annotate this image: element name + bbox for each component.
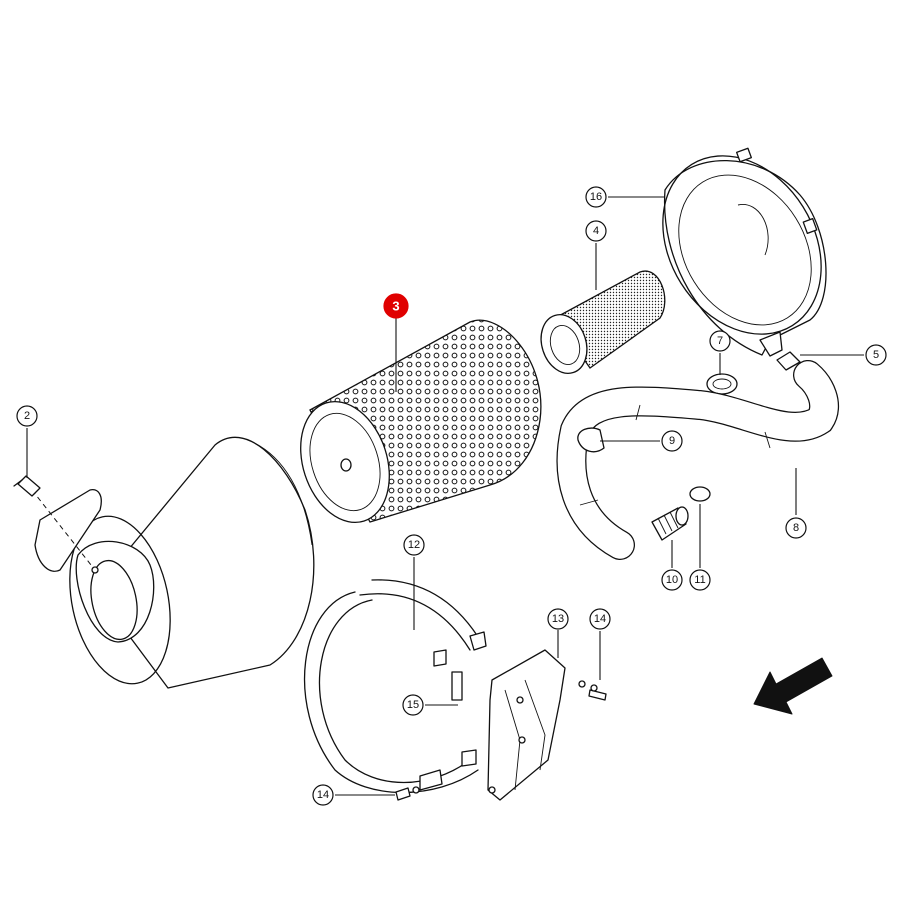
callout-label: 12	[408, 539, 420, 551]
part-12-mounting-band	[303, 579, 487, 794]
callout-part-13[interactable]: 13	[547, 608, 569, 630]
callout-label: 7	[717, 335, 723, 347]
callout-part-7[interactable]: 7	[709, 330, 731, 352]
filter-housing	[31, 436, 315, 689]
callout-label: 4	[593, 225, 599, 237]
callout-part-8[interactable]: 8	[785, 517, 807, 539]
part-8-hose	[556, 360, 840, 560]
callout-label: 14	[594, 613, 606, 625]
callout-part-5[interactable]: 5	[865, 344, 887, 366]
callout-part-3[interactable]: 3	[383, 293, 409, 319]
callout-part-9[interactable]: 9	[661, 430, 683, 452]
callout-label: 3	[392, 299, 399, 314]
part-5-rubber-valve	[776, 351, 801, 371]
part-16-cover	[662, 147, 827, 357]
callout-part-4[interactable]: 4	[585, 220, 607, 242]
arrow-icon	[753, 657, 833, 715]
part-11-small-clamp	[689, 486, 711, 502]
fasteners	[395, 671, 607, 801]
part-13-bracket	[487, 649, 566, 801]
callout-part-10[interactable]: 10	[661, 569, 683, 591]
part-3-filter-element	[300, 319, 542, 524]
callout-label: 5	[873, 349, 879, 361]
callout-part-14-lower[interactable]: 14	[312, 784, 334, 806]
callout-part-15[interactable]: 15	[402, 694, 424, 716]
callout-label: 14	[317, 789, 329, 801]
part-10-hose-fitting	[651, 506, 689, 541]
callout-label: 16	[590, 191, 602, 203]
part-9-hose-clamp	[577, 427, 605, 453]
part-4-safety-element	[540, 270, 666, 374]
callout-label: 9	[669, 435, 675, 447]
callout-part-2[interactable]: 2	[16, 405, 38, 427]
callout-label: 13	[552, 613, 564, 625]
callout-label: 2	[24, 410, 30, 422]
part-2-valve	[13, 475, 41, 497]
callout-label: 10	[666, 574, 678, 586]
callout-label: 11	[694, 574, 705, 586]
callout-part-11[interactable]: 11	[689, 569, 711, 591]
callout-part-12[interactable]: 12	[403, 534, 425, 556]
callout-label: 8	[793, 522, 799, 534]
leader-lines	[26, 196, 864, 796]
callout-part-14-upper[interactable]: 14	[589, 608, 611, 630]
callout-label: 15	[407, 699, 419, 711]
callout-part-16[interactable]: 16	[585, 186, 607, 208]
part-7-clamp	[706, 373, 738, 395]
